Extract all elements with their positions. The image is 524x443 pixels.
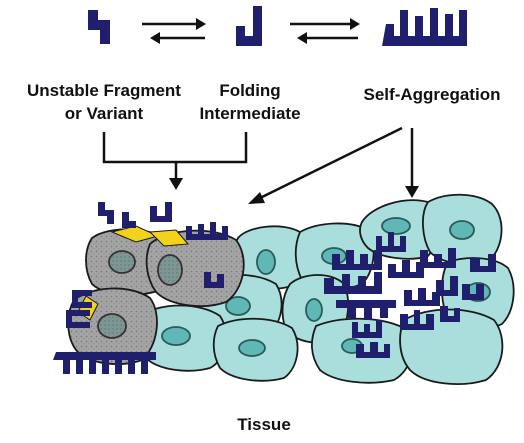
aggregate-deposit [324,232,496,358]
tissue-label: Tissue [237,415,291,434]
folding-intermediate-icon [236,6,262,46]
cyan-nucleus [256,249,276,275]
fibril-lower-left [53,352,156,374]
folding-intermediate-label-line1: Folding [219,81,280,100]
equilibrium-arrows-1 [142,18,206,44]
cyan-nucleus [161,326,191,346]
gray-nucleus [157,254,183,286]
cyan-nucleus [305,298,323,322]
cyan-nucleus [381,217,411,235]
unstable-fragment-label-line1: Unstable Fragment [27,81,181,100]
converging-connector [102,132,248,190]
self-aggregation-label: Self-Aggregation [364,85,501,104]
bound-protein-fragments [66,202,228,328]
folding-intermediate-label-line2: Intermediate [199,104,300,123]
aggregation-arrow-left [248,126,403,204]
cyan-nucleus [449,220,475,240]
equilibrium-arrows-2 [290,18,360,44]
unstable-fragment-label-line2: or Variant [65,104,144,123]
unstable-fragment-icon [88,10,110,44]
aggregation-arrow-down [405,128,419,198]
gray-nucleus [108,250,136,274]
cyan-nucleus [238,339,266,357]
self-aggregate-icon [382,8,467,46]
cyan-nucleus [225,296,251,316]
gray-nucleus [97,313,127,339]
